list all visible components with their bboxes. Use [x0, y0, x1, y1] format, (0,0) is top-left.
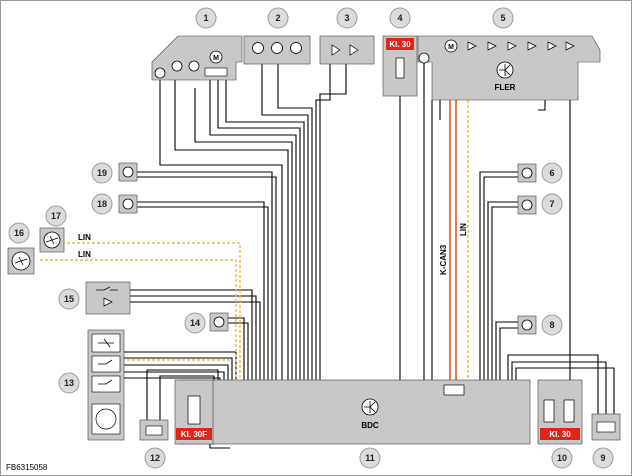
component-4-fuse [382, 35, 418, 97]
callout-17: 17 [45, 205, 67, 227]
callout-15: 15 [58, 288, 80, 310]
svg-text:14: 14 [190, 318, 200, 328]
component-11-bdc [174, 379, 531, 445]
callout-19: 19 [91, 162, 113, 184]
svg-text:18: 18 [97, 199, 107, 209]
bulb-7 [517, 195, 537, 215]
component-5-fler: M [417, 35, 601, 101]
svg-text:11: 11 [365, 453, 375, 463]
fler-label: FLER [495, 83, 516, 92]
callout-6: 6 [541, 162, 563, 184]
svg-text:9: 9 [600, 453, 605, 463]
bulb-8 [517, 315, 537, 335]
callout-13: 13 [58, 372, 80, 394]
svg-text:M: M [448, 44, 454, 51]
k-can3-label: K-CAN3 [439, 244, 448, 275]
component-2 [243, 35, 311, 65]
svg-text:13: 13 [64, 378, 74, 388]
terminal-kl30-top: Kl. 30 [389, 40, 411, 49]
callout-5: 5 [492, 7, 514, 29]
svg-text:15: 15 [64, 294, 74, 304]
callout-18: 18 [91, 193, 113, 215]
lin-label-2: LIN [78, 250, 91, 259]
svg-text:3: 3 [344, 13, 349, 23]
sensor-17 [39, 227, 65, 253]
svg-text:7: 7 [549, 199, 554, 209]
component-1: M [151, 35, 243, 81]
callout-4: 4 [389, 7, 411, 29]
bulb-14 [209, 312, 229, 332]
component-9 [591, 413, 621, 441]
terminal-kl30-bottom: Kl. 30 [549, 430, 571, 439]
lin-vertical-label: LIN [459, 223, 468, 236]
callout-3: 3 [336, 7, 358, 29]
callout-12: 12 [144, 447, 166, 469]
component-13-switch-block [87, 329, 125, 441]
callout-11: 11 [359, 447, 381, 469]
svg-text:8: 8 [549, 320, 554, 330]
lin-bus [40, 100, 469, 382]
callout-16: 16 [8, 222, 30, 244]
callout-14: 14 [184, 312, 206, 334]
bulb-19 [118, 162, 138, 182]
callout-8: 8 [541, 314, 563, 336]
svg-text:2: 2 [275, 13, 280, 23]
terminal-kl30f: Kl. 30F [181, 430, 207, 439]
svg-text:17: 17 [51, 211, 61, 221]
callout-1: 1 [195, 7, 217, 29]
bdc-label: BDC [361, 421, 379, 430]
callout-2: 2 [267, 7, 289, 29]
svg-text:5: 5 [500, 13, 505, 23]
lin-label-1: LIN [78, 233, 91, 242]
component-15-switches [85, 281, 131, 315]
bulb-18 [118, 194, 138, 214]
svg-text:4: 4 [397, 13, 402, 23]
component-3 [319, 35, 375, 65]
svg-text:1: 1 [203, 13, 208, 23]
svg-text:6: 6 [549, 168, 554, 178]
svg-text:16: 16 [14, 228, 24, 238]
bulb-6 [517, 163, 537, 183]
svg-text:M: M [213, 55, 219, 62]
component-12 [139, 419, 169, 441]
k-can3-bus [449, 100, 457, 386]
callout-9: 9 [592, 447, 614, 469]
callout-7: 7 [541, 193, 563, 215]
svg-text:10: 10 [557, 453, 567, 463]
sensor-16 [7, 247, 35, 275]
svg-text:12: 12 [150, 453, 160, 463]
svg-text:19: 19 [97, 168, 107, 178]
figure-id: FB6315058 [6, 463, 48, 472]
wiring-harness [122, 62, 615, 449]
callout-10: 10 [551, 447, 573, 469]
component-10-fuses [537, 379, 583, 445]
